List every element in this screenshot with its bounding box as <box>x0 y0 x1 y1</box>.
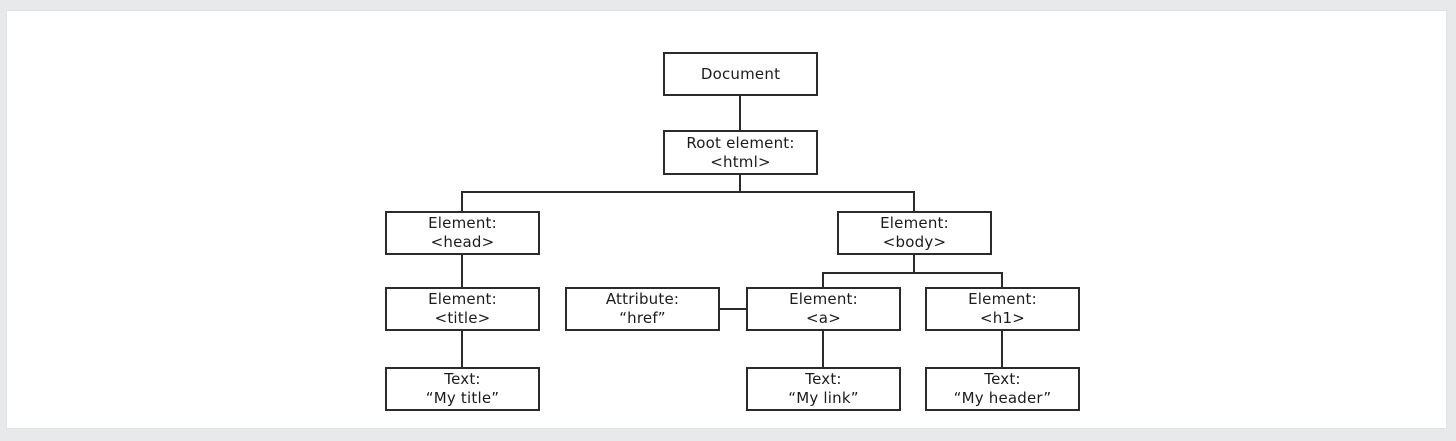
connector-a-text <box>822 331 824 367</box>
node-kind-label: Element: <box>968 290 1037 308</box>
node-value-label: <a> <box>806 309 841 327</box>
node-element-body: Element: <body> <box>837 211 992 255</box>
node-value-label: <title> <box>434 309 491 327</box>
connector-body-branch <box>913 255 915 272</box>
connector-document-html <box>739 96 741 130</box>
connector-title-text <box>461 331 463 367</box>
node-value-label: “My title” <box>425 389 500 407</box>
node-value-label: “My link” <box>788 389 859 407</box>
node-kind-label: Text: <box>984 370 1021 388</box>
node-kind-label: Root element: <box>686 133 795 152</box>
node-value-label: <head> <box>430 233 495 251</box>
node-kind-label: Text: <box>805 370 842 388</box>
node-kind-label: Text: <box>444 370 481 388</box>
connector-head-title <box>461 255 463 287</box>
node-text-my-title: Text: “My title” <box>385 367 540 411</box>
node-label: Document <box>700 64 781 83</box>
node-document: Document <box>663 52 818 96</box>
diagram-panel: Document Root element: <html> Element: <… <box>6 10 1447 429</box>
node-element-h1: Element: <h1> <box>925 287 1080 331</box>
node-kind-label: Element: <box>789 290 858 308</box>
node-text-my-link: Text: “My link” <box>746 367 901 411</box>
connector-branch-head-body <box>461 191 915 193</box>
connector-branch-h1 <box>1001 274 1003 287</box>
node-kind-label: Element: <box>428 214 497 232</box>
connector-attribute-a <box>720 308 746 310</box>
node-value-label: <h1> <box>980 309 1025 327</box>
connector-branch-head <box>461 193 463 211</box>
node-kind-label: Element: <box>880 214 949 232</box>
node-kind-label: Element: <box>428 290 497 308</box>
connector-h1-text <box>1001 331 1003 367</box>
connector-branch-a-h1 <box>822 272 1003 274</box>
node-element-a: Element: <a> <box>746 287 901 331</box>
node-text-my-header: Text: “My header” <box>925 367 1080 411</box>
node-kind-label: Attribute: <box>605 290 680 308</box>
connector-branch-body <box>913 193 915 211</box>
connector-branch-a <box>822 274 824 287</box>
node-value-label: <body> <box>882 233 947 251</box>
node-value-label: “href” <box>619 309 666 327</box>
node-root-element-html: Root element: <html> <box>663 130 818 175</box>
node-element-head: Element: <head> <box>385 211 540 255</box>
node-element-title: Element: <title> <box>385 287 540 331</box>
node-attribute-href: Attribute: “href” <box>565 287 720 331</box>
node-value-label: “My header” <box>953 389 1052 407</box>
node-value-label: <html> <box>710 152 771 171</box>
connector-html-branch <box>739 175 741 192</box>
